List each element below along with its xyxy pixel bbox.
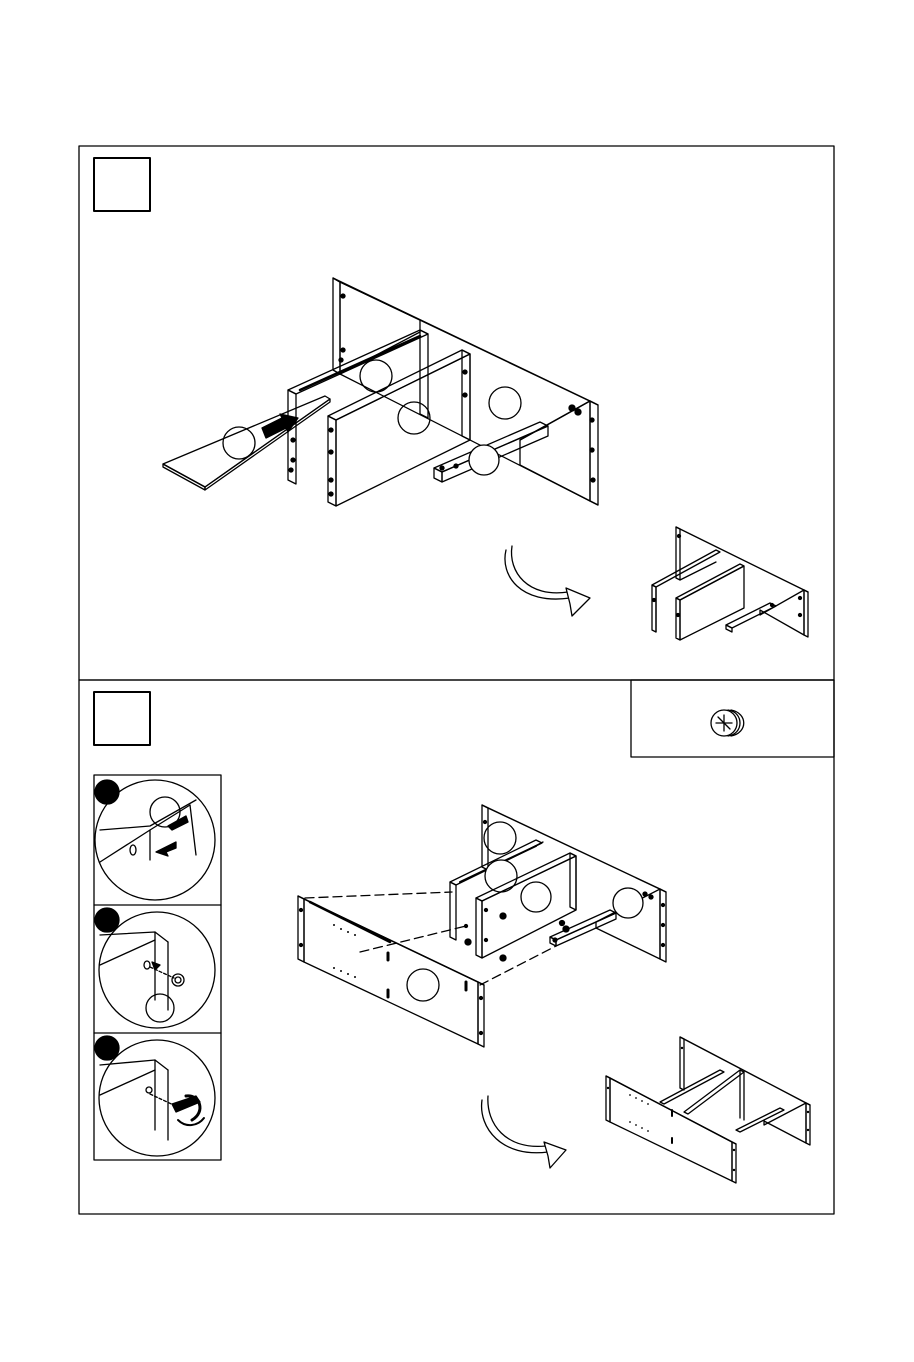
step-1-assembly: [163, 278, 598, 506]
step-1-panel: [79, 146, 834, 680]
sliding-shelf: [163, 396, 330, 487]
step-2-assembly: [298, 805, 666, 1047]
detail-views: [94, 775, 221, 1160]
part-callout-circle: [469, 445, 499, 475]
detail-1: [95, 780, 215, 900]
detail-3-marker: [95, 1036, 119, 1060]
hardware-box: [631, 680, 834, 757]
step-2-number-box: [94, 692, 150, 745]
step-1-result: [652, 527, 808, 640]
detail-2-marker: [95, 908, 119, 932]
part-callout-circle: [398, 402, 430, 434]
part-callout-circle: [489, 387, 521, 419]
cam-lock-icon: [711, 710, 744, 736]
detail-2: [95, 908, 215, 1028]
right-end-panel: [590, 401, 598, 505]
detail-3: [95, 1036, 215, 1156]
step-2-result: [606, 1037, 810, 1183]
front-inner-panel: [328, 350, 470, 420]
step-1-number-box: [94, 158, 150, 211]
detail-1-marker: [95, 780, 119, 804]
rotate-arrow-icon: [505, 546, 590, 616]
rotate-arrow-icon: [482, 1096, 566, 1168]
